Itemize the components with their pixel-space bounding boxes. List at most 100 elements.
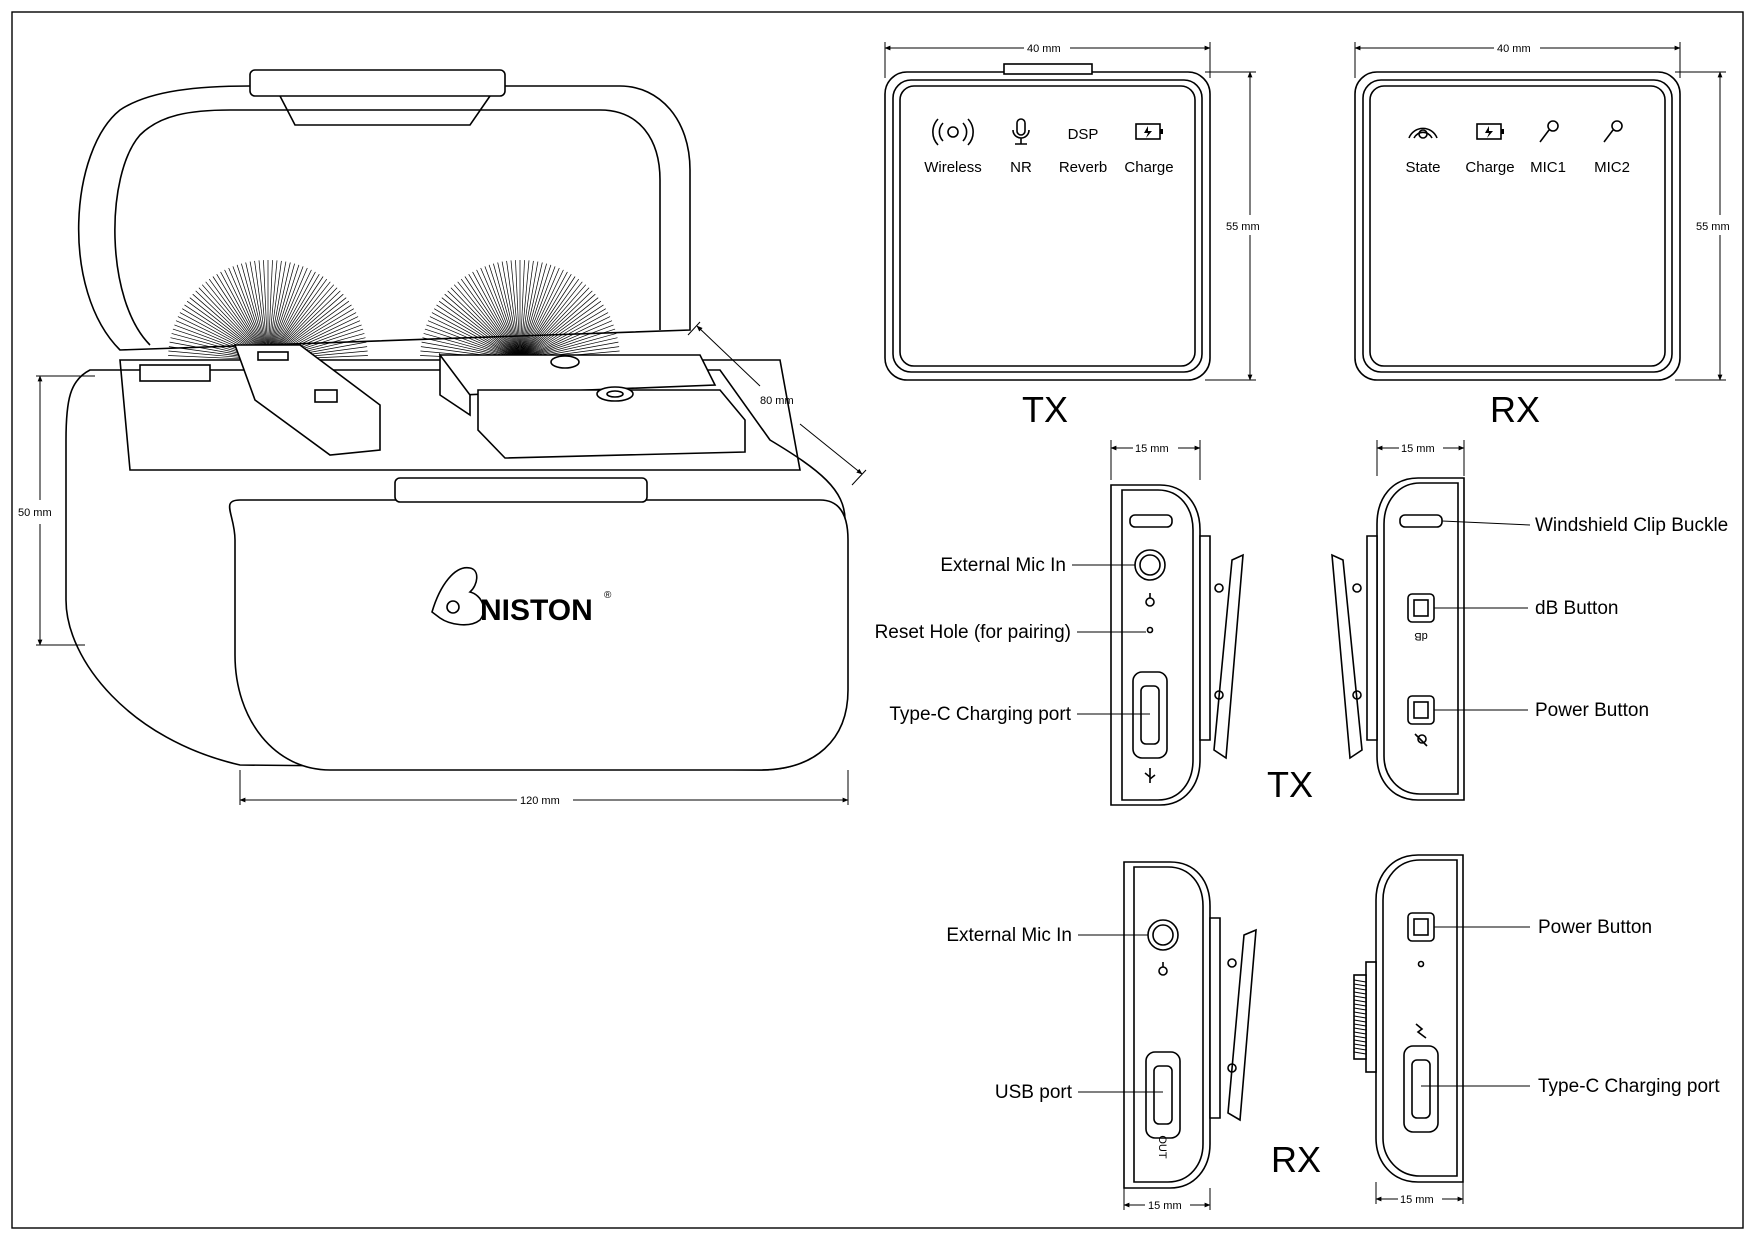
handheld-mic-icon xyxy=(1539,120,1559,143)
signal-state-icon xyxy=(1408,127,1438,139)
svg-text:Charge: Charge xyxy=(1124,159,1173,176)
svg-text:80 mm: 80 mm xyxy=(760,395,794,407)
dim-tx-front-width: 40 mm xyxy=(884,42,1211,78)
charge-bolt-icon xyxy=(1415,1023,1427,1039)
callout-tx-charging: Type-C Charging port xyxy=(889,704,1150,725)
svg-text:Type-C Charging port: Type-C Charging port xyxy=(889,704,1071,725)
svg-text:15 mm: 15 mm xyxy=(1400,1194,1434,1206)
svg-text:55 mm: 55 mm xyxy=(1696,221,1730,233)
db-mark: dB xyxy=(1414,630,1427,642)
svg-text:MIC2: MIC2 xyxy=(1594,159,1630,176)
tx-front-title: TX xyxy=(1022,389,1068,430)
svg-text:dB Button: dB Button xyxy=(1535,598,1618,619)
db-button xyxy=(1407,593,1435,623)
microphone-icon xyxy=(1012,118,1030,145)
dim-case-depth: 80 mm xyxy=(687,321,867,486)
rx-side-title: RX xyxy=(1271,1139,1321,1180)
rx-indicator-charge: Charge xyxy=(1465,123,1515,176)
dim-rx-front-width: 40 mm xyxy=(1354,42,1681,78)
dim-rx-side-left-width: 15 mm xyxy=(1123,1188,1211,1212)
usb-symbol-icon xyxy=(1144,768,1156,783)
svg-text:50 mm: 50 mm xyxy=(18,507,52,519)
page-border xyxy=(11,11,1744,1229)
svg-text:15 mm: 15 mm xyxy=(1135,443,1169,455)
tx-front-view: 40 mm 55 mm Wireless NR DSP Reve xyxy=(884,42,1260,430)
rx-indicator-state: State xyxy=(1405,127,1441,176)
rx-front-title: RX xyxy=(1490,389,1540,430)
niston-logo: NISTON ® xyxy=(431,567,612,627)
svg-text:Charge: Charge xyxy=(1465,159,1514,176)
tx-indicator-wireless: Wireless xyxy=(924,118,982,176)
mic-glyph-icon xyxy=(1158,962,1168,976)
dsp-text: DSP xyxy=(1068,126,1099,143)
svg-text:40 mm: 40 mm xyxy=(1497,43,1531,55)
battery-charge-icon xyxy=(1135,123,1163,140)
rx-side-ports-view: OUT 15 mm External Mic In USB port RX xyxy=(946,861,1321,1212)
svg-text:Reset Hole (for pairing): Reset Hole (for pairing) xyxy=(875,622,1071,643)
callout-rx-charging: Type-C Charging port xyxy=(1421,1076,1720,1097)
side-rail-ribbing xyxy=(1353,979,1367,1055)
dim-tx-side-width: 15 mm xyxy=(1110,440,1201,480)
svg-text:Type-C Charging port: Type-C Charging port xyxy=(1538,1076,1720,1097)
svg-text:MIC1: MIC1 xyxy=(1530,159,1566,176)
callout-clip-buckle: Windshield Clip Buckle xyxy=(1441,515,1728,536)
svg-text:State: State xyxy=(1405,159,1440,176)
shading-fan-right xyxy=(420,260,620,361)
status-led xyxy=(1417,960,1425,968)
tx-side-buttons-view: dB 15 mm Windshield Clip Buckle dB Butto… xyxy=(1331,440,1728,801)
svg-text:Power Button: Power Button xyxy=(1535,700,1649,721)
lid-latch xyxy=(249,69,506,97)
logo-bird-mark xyxy=(431,567,485,626)
tx-side-title: TX xyxy=(1267,764,1313,805)
svg-text:15 mm: 15 mm xyxy=(1148,1200,1182,1212)
reset-hole xyxy=(1146,626,1154,634)
dim-rx-side-width: 15 mm xyxy=(1376,440,1465,476)
callout-tx-mic-in: External Mic In xyxy=(940,555,1135,576)
tx-device-docked xyxy=(233,344,381,456)
svg-text:15 mm: 15 mm xyxy=(1401,443,1435,455)
case-front-latch xyxy=(394,477,648,503)
case-lid-inner xyxy=(114,109,661,346)
tx-indicator-reverb: DSP Reverb xyxy=(1059,126,1107,176)
mic-mute-icon xyxy=(1414,733,1428,747)
power-button-tx xyxy=(1407,695,1435,725)
svg-text:NR: NR xyxy=(1010,159,1032,176)
dim-case-width: 120 mm xyxy=(239,770,849,807)
case-front-face xyxy=(228,499,849,771)
tx-indicator-nr: NR xyxy=(1010,118,1032,176)
svg-text:40 mm: 40 mm xyxy=(1027,43,1061,55)
logo-registered-mark: ® xyxy=(604,590,612,601)
callout-rx-mic-in: External Mic In xyxy=(946,925,1148,946)
rx-side-buttons-view: 15 mm Power Button Type-C Charging port xyxy=(1353,854,1720,1206)
dim-rx-side-right-width: 15 mm xyxy=(1375,1182,1464,1206)
rx-device-docked xyxy=(438,352,746,459)
svg-text:Reverb: Reverb xyxy=(1059,159,1107,176)
callout-tx-reset: Reset Hole (for pairing) xyxy=(875,622,1146,643)
svg-text:External Mic In: External Mic In xyxy=(946,925,1072,946)
svg-text:External Mic In: External Mic In xyxy=(940,555,1066,576)
type-c-port-rx xyxy=(1403,1045,1439,1133)
svg-text:Windshield Clip Buckle: Windshield Clip Buckle xyxy=(1535,515,1728,536)
out-mark: OUT xyxy=(1156,1135,1168,1159)
rx-indicator-mic1: MIC1 xyxy=(1530,120,1566,176)
logo-wordmark: NISTON xyxy=(480,594,593,627)
callout-rx-power: Power Button xyxy=(1434,917,1652,938)
svg-text:Power Button: Power Button xyxy=(1538,917,1652,938)
rx-front-view: 40 mm 55 mm State Charge xyxy=(1354,42,1730,430)
svg-text:55 mm: 55 mm xyxy=(1226,221,1260,233)
callout-tx-power: Power Button xyxy=(1434,700,1649,721)
dim-rx-front-height: 55 mm xyxy=(1675,71,1730,381)
dim-tx-front-height: 55 mm xyxy=(1205,71,1260,381)
usb-port-rx xyxy=(1145,1051,1181,1139)
svg-text:120 mm: 120 mm xyxy=(520,795,560,807)
tx-side-ports-view: 15 mm External Mic In Reset Hole (for pa… xyxy=(875,440,1313,806)
svg-text:Wireless: Wireless xyxy=(924,159,982,176)
battery-charge-icon xyxy=(1476,123,1504,140)
tx-indicator-charge: Charge xyxy=(1124,123,1174,176)
dim-case-height: 50 mm xyxy=(18,375,95,646)
mic-glyph-icon xyxy=(1145,593,1155,607)
rx-indicator-mic2: MIC2 xyxy=(1594,120,1630,176)
power-button-rx xyxy=(1407,912,1435,942)
type-c-port-tx xyxy=(1132,671,1168,759)
